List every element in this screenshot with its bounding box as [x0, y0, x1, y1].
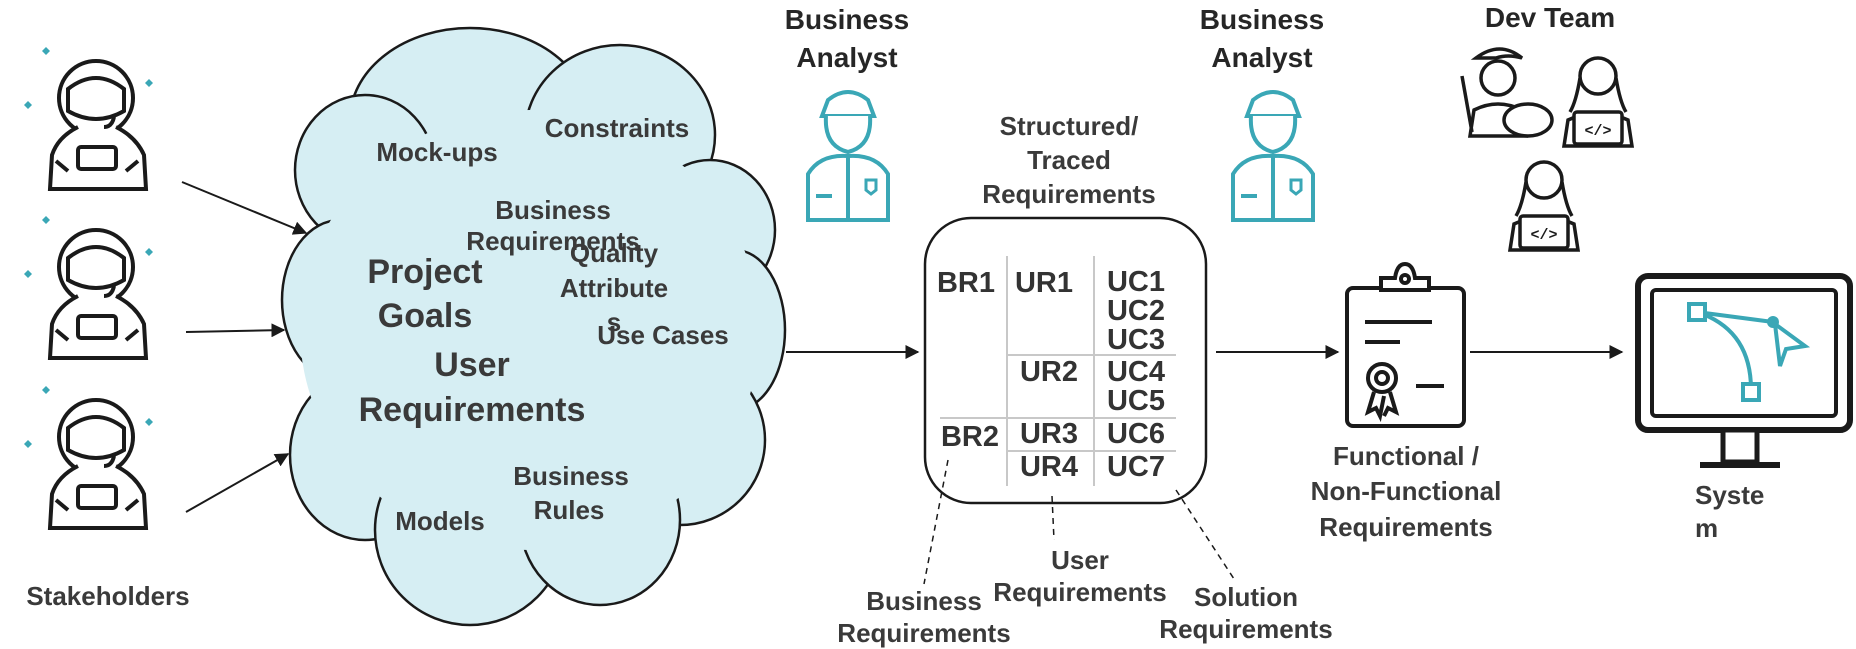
functional-title: Functional / [1333, 441, 1479, 471]
matrix-cell-uc3: UC3 [1107, 324, 1165, 356]
analyst-title: Business [785, 4, 910, 35]
cloud-business-rules: Rules [534, 495, 605, 525]
dev-team-label: Dev Team [1485, 2, 1615, 33]
callout-user-requirements: Requirements [993, 577, 1166, 607]
matrix-cell-uc5: UC5 [1107, 385, 1165, 417]
cloud-models: Models [395, 506, 485, 536]
functional-title: Requirements [1319, 512, 1492, 542]
matrix-cell-uc4: UC4 [1107, 356, 1165, 388]
callout-business-requirements: Requirements [837, 618, 1010, 648]
developer-laptop-icon [1508, 160, 1580, 252]
developer-laptop-icon [1562, 56, 1634, 148]
matrix-cell-uc1: UC1 [1107, 266, 1165, 298]
cloud-mockups: Mock-ups [376, 137, 497, 167]
clipboard-certificate-icon [1345, 261, 1466, 428]
callout-solution-requirements: Requirements [1159, 614, 1332, 644]
cloud-use-cases: Use Cases [597, 320, 729, 350]
cloud-project-goals: Goals [378, 297, 472, 335]
arrow [185, 323, 286, 338]
matrix-cell-ur4: UR4 [1020, 451, 1078, 483]
matrix-grid [940, 256, 1176, 486]
cloud-constraints: Constraints [545, 113, 689, 143]
business-analyst-icon [1231, 90, 1315, 222]
matrix-cell-uc6: UC6 [1107, 418, 1165, 450]
matrix-cell-uc7: UC7 [1107, 451, 1165, 483]
callout-user-requirements: User [1051, 545, 1109, 575]
astronaut-icon [22, 384, 155, 530]
stakeholders-label: Stakeholders [26, 581, 189, 611]
matrix-cell-ur1: UR1 [1015, 267, 1073, 299]
arrow [181, 181, 308, 235]
matrix-cell-ur2: UR2 [1020, 356, 1078, 388]
cloud-user-requirements: User [434, 346, 510, 384]
cloud-project-goals: Project [367, 253, 482, 291]
structured-title: Traced [1027, 145, 1111, 175]
cloud-quality-attributes: Attribute [560, 273, 668, 303]
matrix-cell-br1: BR1 [937, 267, 995, 299]
artist-icon [1460, 47, 1554, 138]
callout-business-requirements: Business [866, 586, 982, 616]
cloud-quality-attributes: Quality [570, 238, 659, 268]
cloud-business-requirements: Business [495, 195, 611, 225]
structured-title: Requirements [982, 179, 1155, 209]
system-label: m [1695, 513, 1718, 543]
monitor-bezier-icon [1635, 273, 1853, 468]
cloud-user-requirements: Requirements [359, 391, 586, 429]
astronaut-icon [22, 214, 155, 360]
functional-title: Non-Functional [1311, 476, 1502, 506]
structured-title: Structured/ [1000, 111, 1139, 141]
callout-solution-requirements: Solution [1194, 582, 1298, 612]
traceability-matrix [923, 216, 1208, 505]
astronaut-icon [22, 45, 155, 191]
analyst-title: Analyst [796, 42, 897, 73]
matrix-cell-uc2: UC2 [1107, 295, 1165, 327]
cloud-business-rules: Business [513, 461, 629, 491]
analyst-title: Business [1200, 4, 1325, 35]
system-label: Syste [1695, 480, 1764, 510]
arrow [185, 453, 290, 513]
business-analyst-icon [806, 90, 890, 222]
callout-lines [923, 459, 1237, 585]
matrix-cell-br2: BR2 [941, 421, 999, 453]
cloud-quality-attributes: s [607, 307, 621, 337]
analyst-title: Analyst [1211, 42, 1312, 73]
matrix-cell-ur3: UR3 [1020, 418, 1078, 450]
cloud-business-requirements: Requirements [466, 226, 639, 256]
